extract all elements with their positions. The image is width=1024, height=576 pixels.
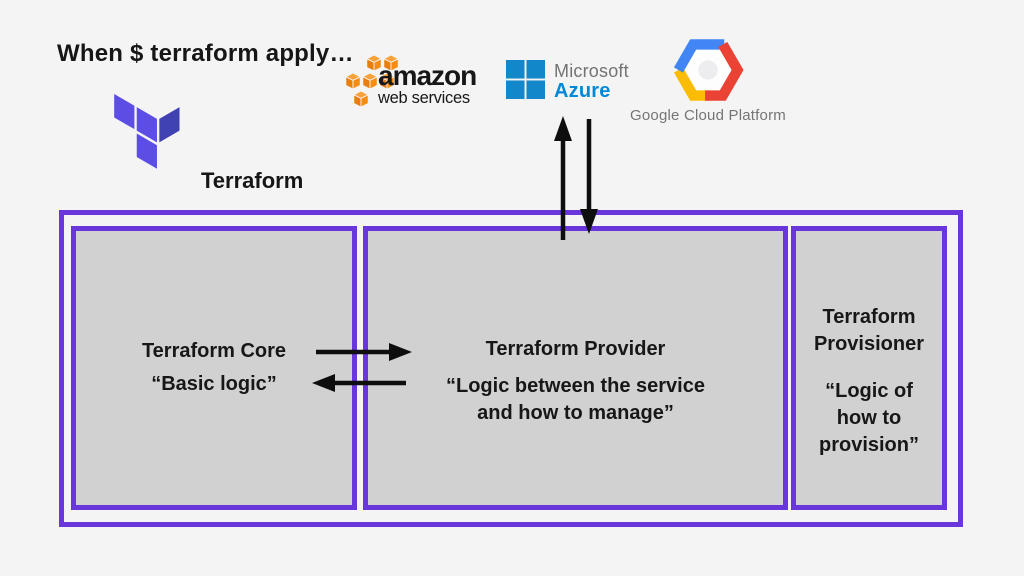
provider-title: Terraform Provider xyxy=(485,337,666,360)
aws-wordmark: amazon xyxy=(378,60,477,91)
core-subtitle: “Basic logic” xyxy=(151,373,277,395)
provisioner-subtitle: “Logic of how to provision” xyxy=(818,379,919,456)
azure-logo: Microsoft Azure xyxy=(506,60,629,102)
provisioner-title: Terraform Provisioner xyxy=(813,305,925,355)
terraform-provisioner-box: Terraform Provisioner “Logic of how to p… xyxy=(791,226,947,510)
terraform-logo-icon xyxy=(114,94,180,169)
gcp-hexagon-icon xyxy=(673,39,744,101)
terraform-system-frame xyxy=(59,210,963,527)
core-title: Terraform Core xyxy=(141,340,287,362)
terraform-core-box: Terraform Core “Basic logic” xyxy=(71,226,357,510)
terraform-label: Terraform xyxy=(201,168,304,193)
provider-subtitle: “Logic between the service and how to ma… xyxy=(446,374,705,424)
azure-window-icon xyxy=(506,60,545,99)
terraform-provider-box: Terraform Provider “Logic between the se… xyxy=(363,226,788,510)
microsoft-label: Microsoft xyxy=(554,61,629,81)
page-title: When $ terraform apply… xyxy=(57,40,354,67)
aws-subtext: web services xyxy=(378,89,470,107)
azure-label: Azure xyxy=(554,79,611,102)
aws-logo: amazon web services xyxy=(340,52,480,116)
gcp-label: Google Cloud Platform xyxy=(630,107,786,124)
gcp-logo: Google Cloud Platform xyxy=(630,36,786,124)
